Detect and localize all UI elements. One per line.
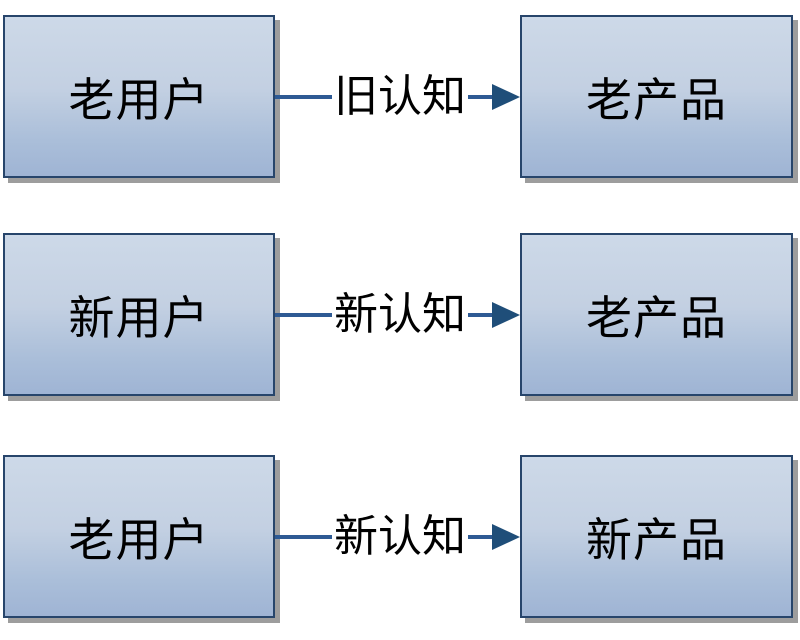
arrowhead-icon bbox=[492, 83, 520, 110]
new-user-box: 新用户 bbox=[3, 233, 275, 396]
left-box-label: 老用户 bbox=[68, 72, 210, 127]
old-user-box: 老用户 bbox=[3, 455, 275, 618]
arrow-connector: 新认知 bbox=[275, 288, 520, 340]
left-box-label: 老用户 bbox=[68, 512, 210, 567]
arrow-label: 新认知 bbox=[334, 288, 466, 340]
old-product-box: 老产品 bbox=[520, 15, 793, 178]
arrow-label: 旧认知 bbox=[334, 70, 466, 122]
arrow-label: 新认知 bbox=[334, 510, 466, 562]
right-box-label: 老产品 bbox=[586, 290, 727, 345]
arrow-line bbox=[275, 94, 332, 99]
arrow-connector: 旧认知 bbox=[275, 70, 520, 122]
arrow-line bbox=[468, 534, 492, 539]
flow-row-3: 老用户 新认知 新产品 bbox=[0, 455, 800, 618]
arrow-line bbox=[468, 312, 492, 317]
old-product-box: 老产品 bbox=[520, 233, 793, 396]
right-box-label: 老产品 bbox=[586, 72, 727, 127]
left-box-label: 新用户 bbox=[68, 290, 210, 345]
arrow-line bbox=[468, 94, 492, 99]
arrowhead-icon bbox=[492, 301, 520, 328]
arrow-line bbox=[275, 534, 332, 539]
arrow-line bbox=[275, 312, 332, 317]
right-box-label: 新产品 bbox=[586, 512, 727, 567]
flow-row-1: 老用户 旧认知 老产品 bbox=[0, 15, 800, 178]
arrow-connector: 新认知 bbox=[275, 510, 520, 562]
arrowhead-icon bbox=[492, 523, 520, 550]
old-user-box: 老用户 bbox=[3, 15, 275, 178]
flow-row-2: 新用户 新认知 老产品 bbox=[0, 233, 800, 396]
new-product-box: 新产品 bbox=[520, 455, 793, 618]
